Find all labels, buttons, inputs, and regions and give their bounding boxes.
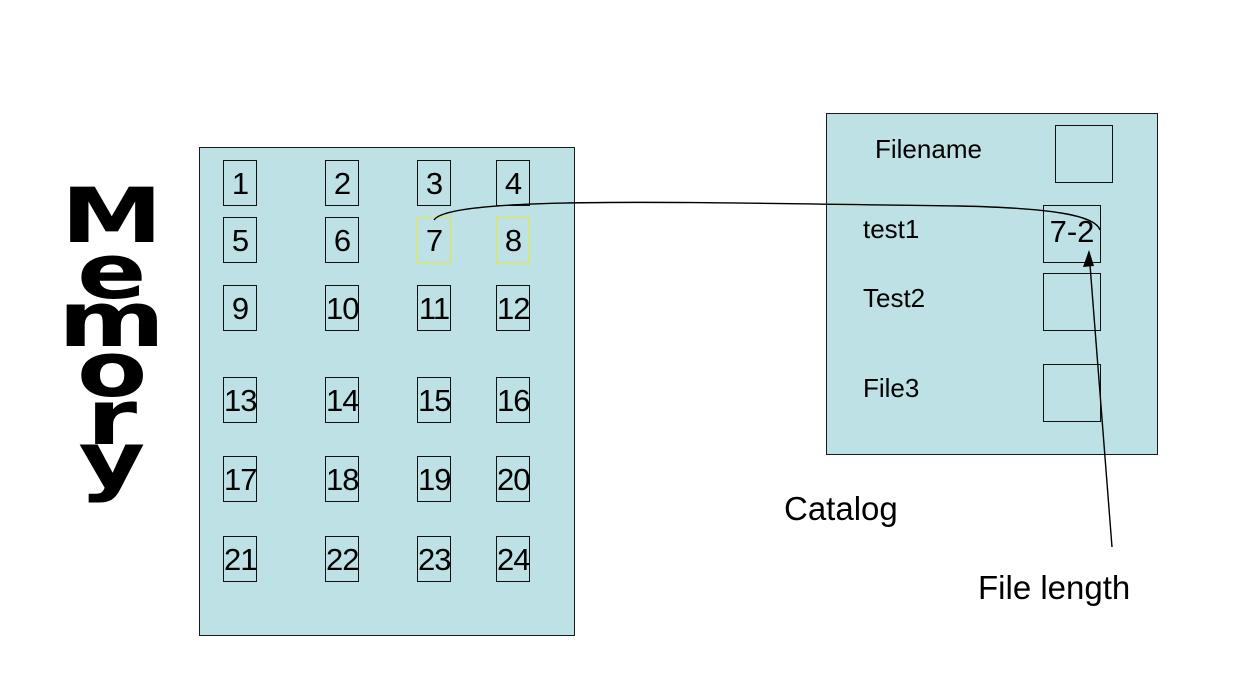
memory-panel: 1 2 3 4 5 6 7 8 9 10 11 12 13 14 15 16 1… (199, 147, 575, 636)
memory-block: 21 (223, 536, 257, 582)
memory-block: 20 (496, 456, 530, 502)
memory-block: 13 (223, 377, 257, 423)
memory-block: 11 (417, 285, 451, 331)
memory-block: 9 (223, 285, 257, 331)
catalog-entry-name: test1 (863, 214, 920, 244)
memory-title-letter: M (60, 171, 164, 260)
memory-block-highlighted: 8 (496, 217, 530, 263)
memory-block-highlighted: 7 (417, 217, 451, 263)
memory-title-letter: y (78, 415, 146, 504)
memory-block: 5 (223, 217, 257, 263)
memory-block: 24 (496, 536, 530, 582)
memory-block: 14 (325, 377, 359, 423)
memory-block: 23 (417, 536, 451, 582)
memory-block: 16 (496, 377, 530, 423)
memory-block: 10 (325, 285, 359, 331)
catalog-caption: Catalog (784, 490, 898, 527)
memory-block: 17 (223, 456, 257, 502)
memory-block: 12 (496, 285, 530, 331)
catalog-entry-value (1043, 273, 1101, 331)
memory-block: 4 (496, 160, 530, 206)
memory-block: 22 (325, 536, 359, 582)
catalog-entry-name: Test2 (863, 283, 926, 313)
catalog-entry-name: File3 (863, 373, 920, 403)
memory-block: 2 (325, 160, 359, 206)
file-length-caption: File length (978, 569, 1131, 606)
memory-title: M e m o r y (58, 171, 166, 504)
memory-block: 3 (417, 160, 451, 206)
catalog-header-filename: Filename (875, 134, 982, 164)
memory-block: 6 (325, 217, 359, 263)
catalog-header-box (1055, 125, 1113, 183)
memory-block: 18 (325, 456, 359, 502)
catalog-panel: Filename test1 7-2 Test2 File3 (826, 113, 1158, 455)
catalog-entry-value: 7-2 (1043, 205, 1101, 263)
memory-block: 15 (417, 377, 451, 423)
memory-block: 1 (223, 160, 257, 206)
memory-block: 19 (417, 456, 451, 502)
catalog-entry-value (1043, 364, 1101, 422)
